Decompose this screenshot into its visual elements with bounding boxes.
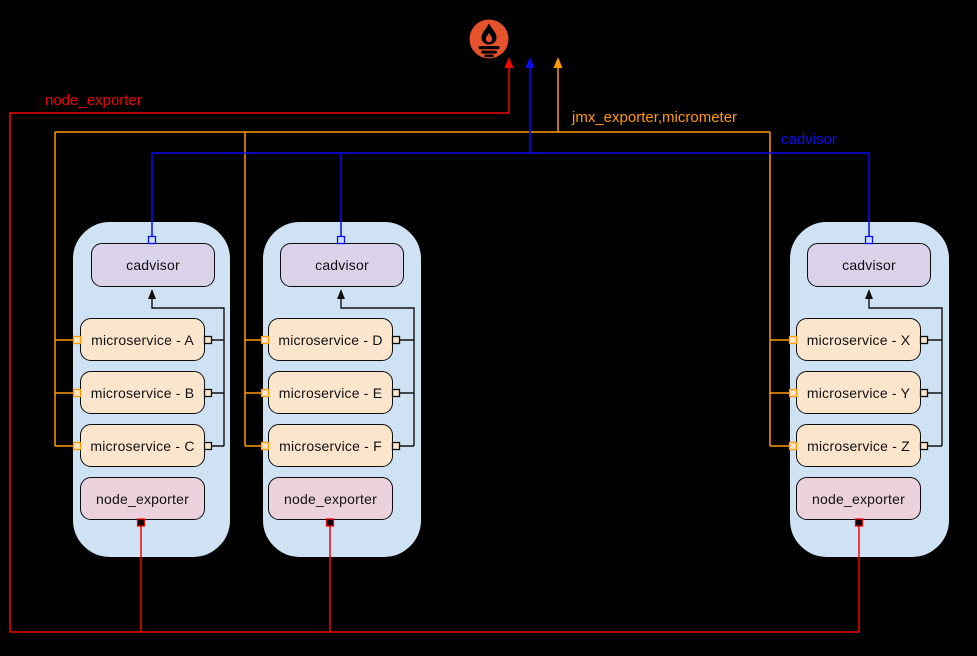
cadvisor-box: cadvisor [807, 243, 931, 287]
blue-connector-squares [147, 235, 874, 245]
microservice-f-label: microservice - F [279, 437, 382, 454]
orange-arrowhead [553, 57, 563, 68]
cadvisor-label: cadvisor [842, 257, 896, 273]
node-exporter-box-1: node_exporter [80, 477, 205, 520]
microservice-y-label: microservice - Y [806, 384, 911, 401]
microservice-x-box: microservice - X [796, 318, 921, 361]
node-exporter-flow-label: node_exporter [45, 92, 142, 109]
microservice-c-label: microservice - C [90, 437, 195, 454]
microservice-d-label: microservice - D [278, 331, 383, 348]
jmx-micrometer-flow-label: jmx_exporter,micrometer [572, 109, 738, 126]
blue-flow-lines [151, 65, 870, 237]
internal-arrowheads [148, 289, 873, 299]
microservice-z-label: microservice - Z [807, 437, 910, 454]
node-exporter-label-3: node_exporter [812, 490, 905, 507]
microservice-b-box: microservice - B [80, 371, 205, 414]
cadvisor-flow-label: cadvisor [781, 131, 837, 148]
microservice-d-box: microservice - D [268, 318, 393, 361]
cadvisor-label: cadvisor [315, 257, 369, 273]
microservice-c-box: microservice - C [80, 424, 205, 467]
red-connector-squares [136, 518, 864, 527]
microservice-e-box: microservice - E [268, 371, 393, 414]
microservice-x-label: microservice - X [806, 331, 911, 348]
microservice-e-label: microservice - E [278, 384, 383, 401]
red-arrowhead [504, 57, 514, 68]
microservice-a-label: microservice - A [91, 331, 194, 348]
node-exporter-label-2: node_exporter [284, 490, 377, 507]
microservice-y-box: microservice - Y [796, 371, 921, 414]
cadvisor-label: cadvisor [126, 257, 180, 273]
node-exporter-label-1: node_exporter [96, 490, 189, 507]
node-exporter-box-3: node_exporter [796, 477, 921, 520]
node-exporter-box-2: node_exporter [268, 477, 393, 520]
microservice-a-box: microservice - A [80, 318, 205, 361]
microservice-f-box: microservice - F [268, 424, 393, 467]
prometheus-icon [469, 19, 509, 59]
microservice-b-label: microservice - B [90, 384, 195, 401]
cadvisor-box: cadvisor [91, 243, 215, 287]
cadvisor-box: cadvisor [280, 243, 404, 287]
blue-arrowhead [525, 57, 535, 68]
microservice-z-box: microservice - Z [796, 424, 921, 467]
